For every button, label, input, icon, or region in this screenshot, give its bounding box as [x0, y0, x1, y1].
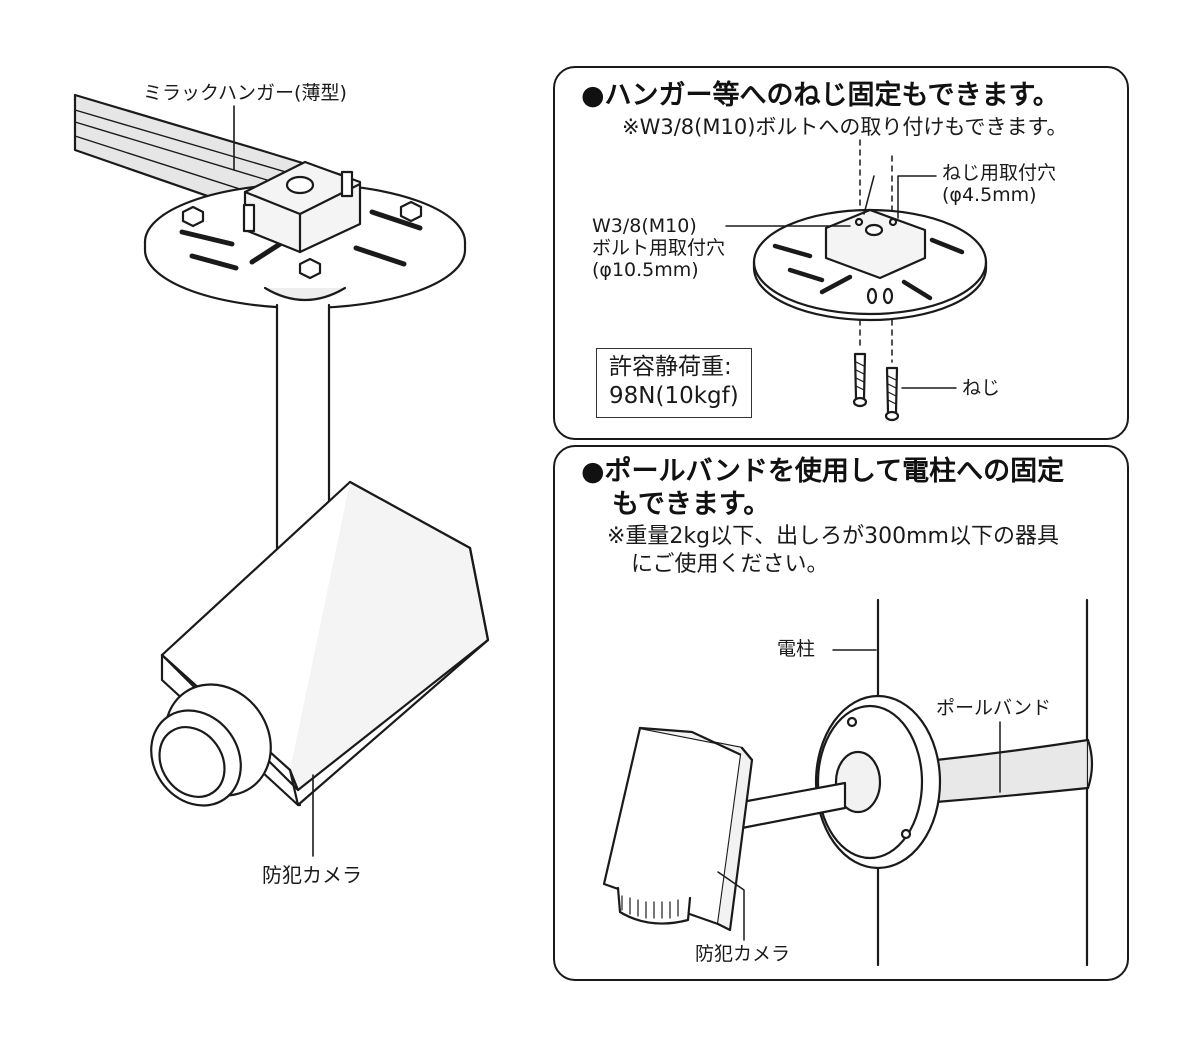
pole-label: 電柱	[777, 638, 816, 660]
ceiling-mount-panel	[553, 66, 1129, 440]
bottom-panel-heading: ●ポールバンドを使用して電柱への固定 もできます。	[581, 456, 1065, 520]
hanger-label: ミラックハンガー(薄型)	[143, 82, 347, 104]
camera-lens	[150, 683, 272, 807]
pole-band	[934, 738, 1094, 804]
band-label: ポールバンド	[936, 697, 1051, 719]
bottom-panel-note: ※重量2kg以下、出しろが300mm以下の器具 にご使用ください。	[607, 524, 1059, 577]
top-panel-note: ※W3/8(M10)ボルトへの取り付けもできます。	[622, 115, 1068, 139]
screw-label: ねじ	[962, 377, 1001, 399]
top-plate-art	[752, 139, 988, 363]
pole-band-panel	[553, 445, 1129, 981]
hanger-clamp	[242, 160, 362, 254]
bottom-camera	[602, 726, 847, 932]
band-mount-plate	[814, 694, 942, 870]
screw-hole-label: ねじ用取付穴 (φ4.5mm)	[942, 162, 1057, 206]
camera-label-left: 防犯カメラ	[262, 863, 362, 887]
top-panel-leaders	[725, 175, 957, 389]
camera-label-bottom: 防犯カメラ	[695, 943, 791, 965]
bottom-panel-leaders	[717, 649, 1001, 941]
load-rating-box: 許容静荷重: 98N(10kgf)	[596, 348, 752, 418]
bolt-hole-label: W3/8(M10) ボルト用取付穴 (φ10.5mm)	[592, 215, 726, 281]
screws	[852, 352, 900, 422]
top-panel-heading: ●ハンガー等へのねじ固定もできます。	[581, 80, 1060, 111]
